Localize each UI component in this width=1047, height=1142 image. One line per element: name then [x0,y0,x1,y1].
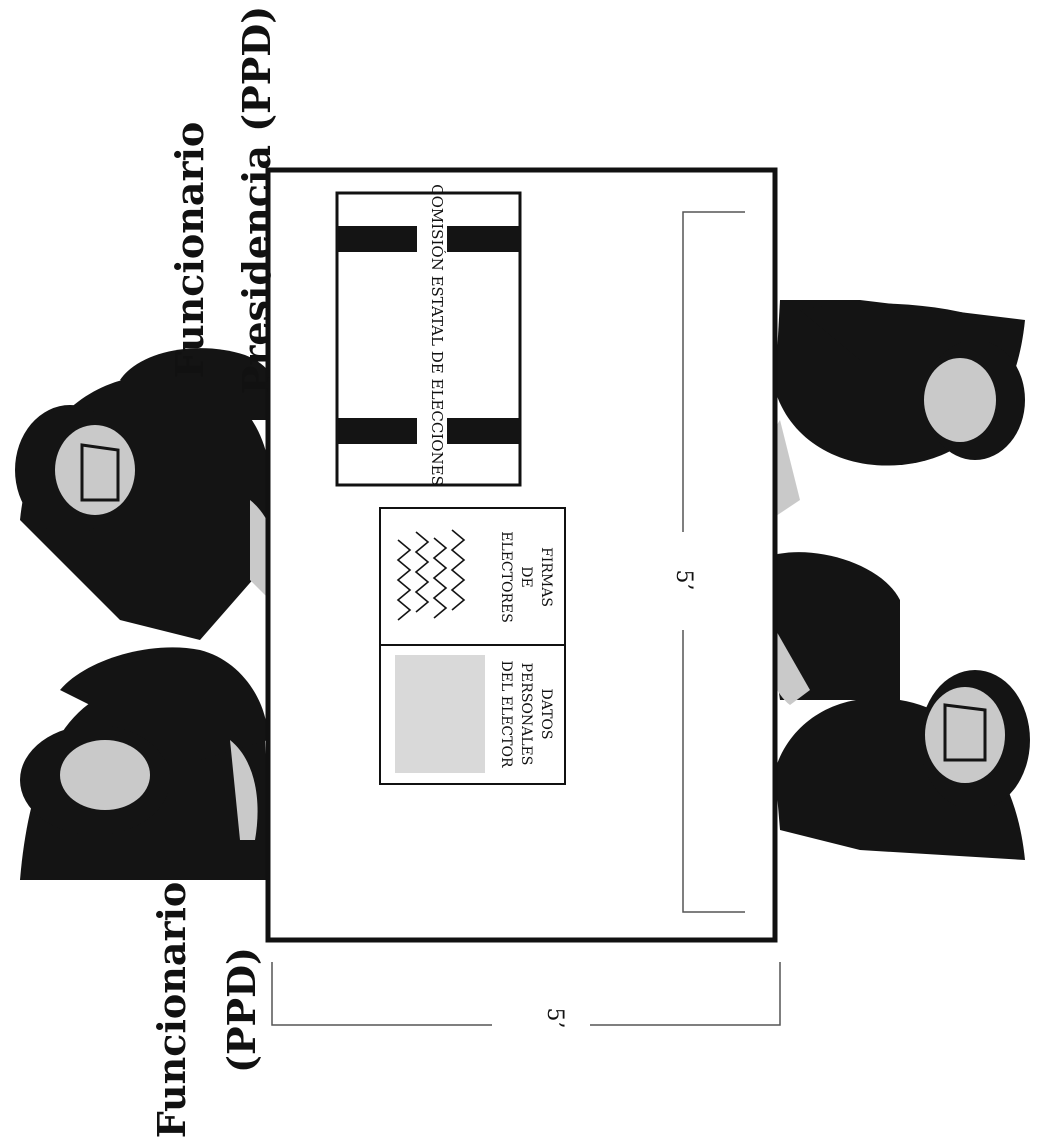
signatures-label-line2: DE [518,566,534,587]
official-left-label-line1: Funcionario [149,882,194,1139]
table-width-value: 5’ [542,1008,567,1029]
personal-data-label-line2: PERSONALES [518,663,534,766]
ballot-box: COMISIÓN ESTATAL DE ELECCIONES [335,184,522,487]
personal-data-label-line3: DEL ELECTOR [498,661,514,768]
table-length-dimension [682,211,745,913]
ballot-box-label: COMISIÓN ESTATAL DE ELECCIONES [428,184,446,486]
personal-data-label-line1: DATOS [538,689,554,740]
signatures-label-line3: ELECTORES [498,531,514,623]
voter-register: FIRMAS DE ELECTORES DATOS PERSONALES DEL… [379,507,566,785]
official-figure-bottom-right [744,552,1030,860]
official-right-label-line1: Funcionario [167,122,212,379]
table-length-value: 5’ [671,570,696,591]
signature-scribbles [396,529,466,621]
official-left-label-line2: (PPD) [219,947,264,1073]
signatures-label-line1: FIRMAS [538,547,554,607]
official-figure-left [20,647,270,880]
table-width-dimension [271,962,781,1026]
personal-data-section: DATOS PERSONALES DEL ELECTOR [395,655,554,773]
official-figure-bottom-left [761,300,1025,520]
official-right-label-line2: Presidencia (PPD) [234,6,279,394]
personal-data-area [395,655,485,773]
signatures-section: FIRMAS DE ELECTORES [396,529,554,623]
